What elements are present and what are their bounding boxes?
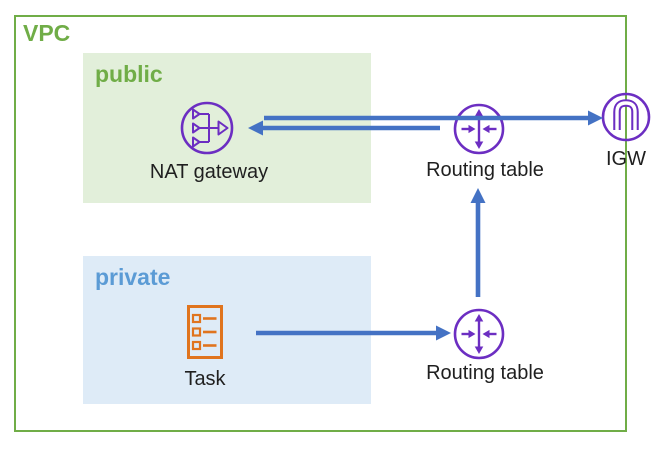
internet-gateway-glyph — [613, 99, 639, 130]
igw-label: IGW — [606, 148, 646, 170]
private-subnet-label: private — [95, 264, 171, 290]
private-subnet-box: private — [83, 256, 371, 404]
task-label: Task — [184, 368, 226, 390]
routing-table-top-label: Routing table — [426, 159, 544, 181]
public-subnet-label: public — [95, 61, 163, 87]
task-icon — [187, 305, 223, 359]
nat-gateway-label: NAT gateway — [149, 161, 269, 183]
routing-table-bottom-label: Routing table — [426, 362, 544, 384]
internet-gateway-icon — [601, 92, 651, 142]
nat-gateway-glyph — [192, 108, 229, 148]
route-table-glyph — [461, 314, 497, 354]
route-table-top-icon — [453, 103, 505, 155]
nat-gateway-icon — [180, 101, 234, 155]
route-table-glyph — [461, 109, 497, 149]
task-list-glyph — [191, 313, 217, 351]
route-table-bottom-icon — [453, 308, 505, 360]
vpc-boundary-box — [14, 15, 627, 432]
vpc-label: VPC — [23, 20, 71, 46]
